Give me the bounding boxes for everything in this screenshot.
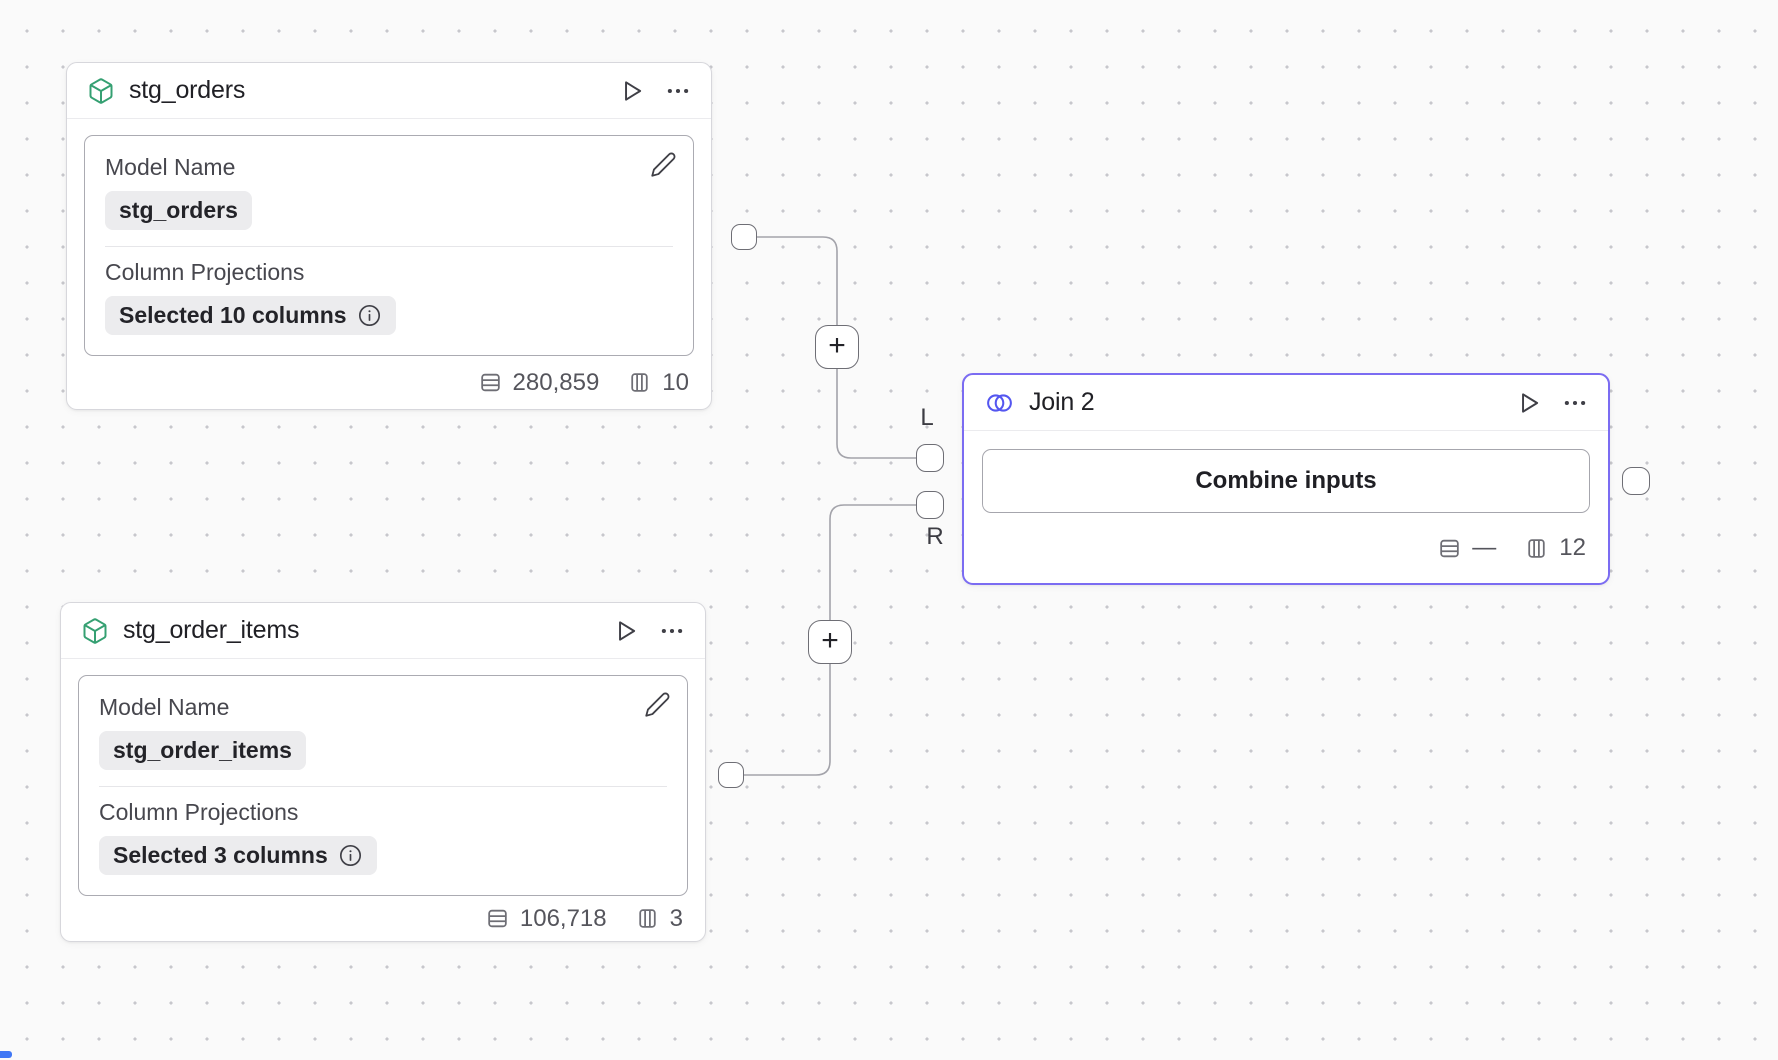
wire-stg-orders-to-plus — [757, 236, 838, 325]
add-step-on-left-wire-button[interactable]: + — [815, 325, 859, 369]
model-name-chip[interactable]: stg_orders — [105, 191, 252, 230]
run-node-button[interactable] — [1516, 390, 1542, 416]
node-join-2[interactable]: Join 2 Combine inputs — [962, 373, 1610, 585]
node-title: stg_order_items — [123, 616, 300, 644]
join-left-input-port[interactable] — [916, 444, 944, 472]
wire-plus-to-left-input — [836, 369, 916, 459]
left-input-label: L — [920, 404, 934, 431]
rows-icon — [488, 909, 507, 928]
node-menu-button[interactable] — [665, 78, 691, 104]
row-count-stat: 106,718 — [485, 905, 607, 933]
row-count-stat: — — [1437, 534, 1496, 562]
column-count-value: 10 — [662, 368, 689, 396]
node-join-2-header: Join 2 — [964, 375, 1608, 431]
row-count-value: — — [1472, 534, 1497, 561]
edit-pencil-icon[interactable] — [650, 151, 677, 178]
column-projections-chip[interactable]: Selected 3 columns — [99, 836, 377, 875]
horizontal-scrollbar-fragment[interactable] — [0, 1051, 12, 1058]
model-name-label: Model Name — [105, 154, 236, 180]
model-name-chip[interactable]: stg_order_items — [99, 731, 306, 770]
info-icon — [339, 844, 361, 867]
model-cube-icon — [81, 617, 109, 645]
columns-icon — [1528, 538, 1545, 558]
column-projections-label: Column Projections — [105, 259, 305, 285]
node-menu-button[interactable] — [1562, 390, 1588, 416]
node-stg-orders[interactable]: stg_orders — [66, 62, 712, 410]
model-name-value: stg_orders — [119, 197, 238, 223]
run-node-button[interactable] — [613, 618, 639, 644]
wire-right-input-to-plus — [829, 504, 916, 620]
column-projections-chip[interactable]: Selected 10 columns — [105, 296, 396, 335]
edit-pencil-icon[interactable] — [644, 691, 671, 718]
row-count-stat: 280,859 — [478, 368, 600, 397]
run-node-button[interactable] — [619, 78, 645, 104]
node-title: Join 2 — [1029, 388, 1095, 416]
right-input-label: R — [926, 523, 944, 550]
column-count-stat: 3 — [635, 905, 683, 933]
combine-inputs-button[interactable]: Combine inputs — [982, 449, 1590, 513]
join-output-port[interactable] — [1622, 467, 1650, 495]
stg-orders-output-port[interactable] — [731, 224, 757, 250]
columns-icon — [638, 909, 656, 928]
column-projections-value: Selected 10 columns — [119, 302, 347, 328]
column-count-value: 3 — [669, 904, 683, 932]
column-count-stat: 10 — [627, 369, 689, 397]
node-stg-orders-header: stg_orders — [67, 63, 711, 119]
row-count-value: 106,718 — [519, 904, 607, 932]
column-projections-label: Column Projections — [99, 799, 299, 825]
rows-icon — [1440, 539, 1460, 557]
node-stg-order-items-header: stg_order_items — [61, 603, 705, 659]
stg-order-items-output-port[interactable] — [718, 762, 744, 788]
divider — [99, 786, 667, 787]
column-count-value: 12 — [1559, 534, 1586, 561]
model-name-label: Model Name — [99, 694, 230, 720]
join-venn-icon — [984, 390, 1015, 416]
node-stg-order-items[interactable]: stg_order_items — [60, 602, 706, 942]
column-count-stat: 12 — [1524, 534, 1586, 562]
row-count-value: 280,859 — [512, 368, 600, 396]
model-name-value: stg_order_items — [113, 737, 292, 763]
node-title: stg_orders — [129, 76, 246, 104]
divider — [105, 246, 673, 247]
model-cube-icon — [87, 77, 115, 105]
node-config-card: Model Name stg_order_items Column Projec… — [78, 675, 688, 896]
columns-icon — [631, 373, 648, 392]
column-projections-value: Selected 3 columns — [113, 842, 328, 868]
join-right-input-port[interactable] — [916, 491, 944, 519]
node-menu-button[interactable] — [659, 618, 685, 644]
rows-icon — [480, 373, 500, 392]
add-step-on-right-wire-button[interactable]: + — [808, 620, 852, 664]
info-icon — [358, 304, 380, 327]
wire-plus-to-stg-order-items — [744, 664, 831, 776]
node-config-card: Model Name stg_orders Column Projections… — [84, 135, 694, 356]
